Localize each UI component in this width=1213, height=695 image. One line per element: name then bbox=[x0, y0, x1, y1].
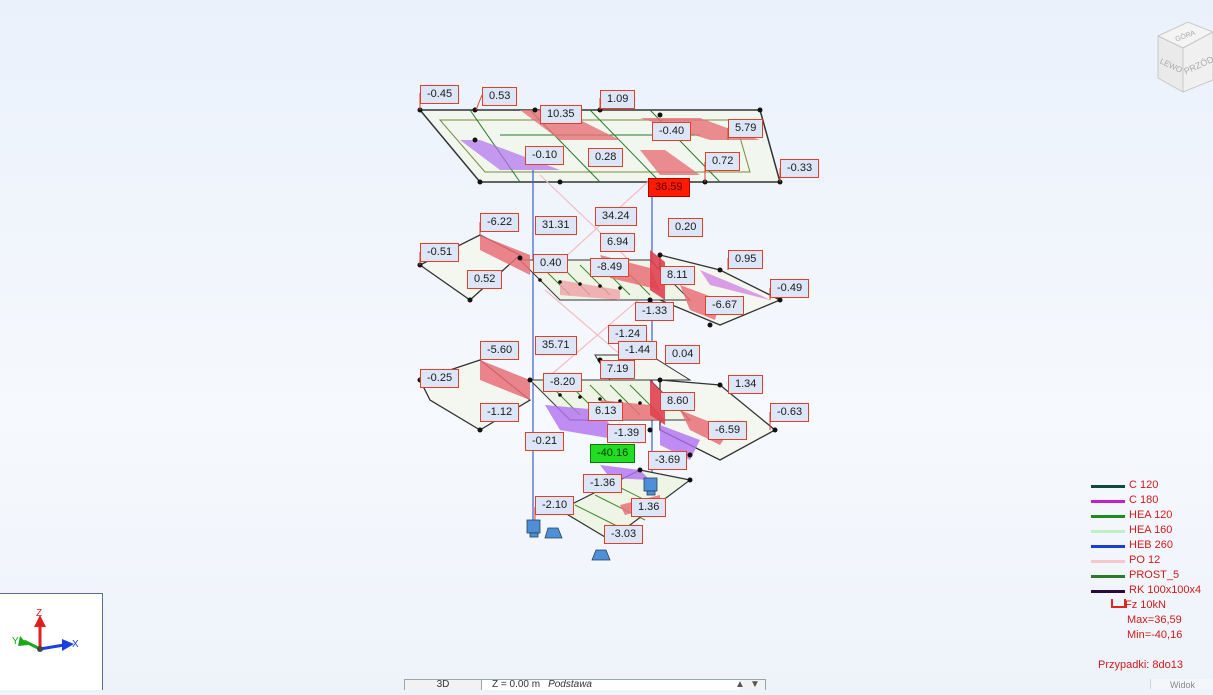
load-cases-label: Przypadki: 8do13 bbox=[1098, 659, 1183, 671]
force-label[interactable]: -0.25 bbox=[420, 369, 460, 388]
legend-min: Min=-40,16 bbox=[1127, 629, 1183, 641]
force-label[interactable]: -8.20 bbox=[543, 373, 583, 392]
legend-max: Max=36,59 bbox=[1127, 614, 1182, 626]
force-label[interactable]: 0.53 bbox=[482, 87, 518, 106]
legend-swatch bbox=[1091, 575, 1125, 578]
force-label[interactable]: 34.24 bbox=[595, 207, 637, 226]
legend-max-row: Max=36,59 bbox=[1085, 613, 1210, 628]
force-label[interactable]: 7.19 bbox=[600, 360, 636, 379]
legend-label: C 120 bbox=[1129, 479, 1159, 491]
legend-swatch bbox=[1091, 485, 1125, 488]
section-legend: C 120 C 180 HEA 120 HEA 160 HEB 260 PO 1… bbox=[1085, 478, 1210, 643]
legend-item: C 120 bbox=[1085, 478, 1210, 493]
force-label[interactable]: -0.45 bbox=[420, 85, 460, 104]
force-label[interactable]: -0.33 bbox=[780, 159, 820, 178]
force-label[interactable]: -0.49 bbox=[770, 279, 810, 298]
force-label[interactable]: -1.12 bbox=[480, 403, 520, 422]
force-label[interactable]: -1.33 bbox=[635, 302, 675, 321]
force-label[interactable]: 35.71 bbox=[535, 336, 577, 355]
axis-x-label: X bbox=[72, 639, 79, 650]
legend-item: C 180 bbox=[1085, 493, 1210, 508]
view-mode-button[interactable]: 3D bbox=[405, 680, 482, 690]
level-selector-bar: 3D Z = 0.00 m Podstawa ▲ ▼ bbox=[404, 679, 766, 690]
force-label[interactable]: 8.11 bbox=[660, 266, 695, 285]
level-value: Z = 0.00 m bbox=[492, 679, 541, 690]
force-label[interactable]: -5.60 bbox=[480, 341, 520, 360]
force-label[interactable]: 1.09 bbox=[600, 90, 636, 109]
force-label[interactable]: -0.40 bbox=[652, 122, 692, 141]
force-label[interactable]: 0.95 bbox=[728, 250, 764, 269]
max-force-label[interactable]: 36.59 bbox=[648, 178, 690, 197]
force-label[interactable]: 0.20 bbox=[668, 218, 704, 237]
legend-swatch bbox=[1091, 560, 1125, 563]
force-label[interactable]: -8.49 bbox=[590, 258, 630, 277]
legend-swatch bbox=[1091, 545, 1125, 548]
level-up-button[interactable]: ▲ bbox=[735, 679, 745, 690]
view-tab[interactable]: Widok bbox=[1150, 679, 1213, 690]
level-name: Podstawa bbox=[548, 679, 592, 690]
force-label[interactable]: -2.10 bbox=[535, 496, 575, 515]
force-label[interactable]: 31.31 bbox=[535, 216, 577, 235]
supports bbox=[526, 477, 658, 561]
legend-swatch bbox=[1091, 590, 1125, 593]
legend-item: PROST_5 bbox=[1085, 568, 1210, 583]
force-label[interactable]: 8.60 bbox=[660, 392, 696, 411]
level-dropdown[interactable]: Z = 0.00 m Podstawa bbox=[482, 680, 740, 690]
legend-fz-row: Fz 10kN bbox=[1085, 598, 1210, 613]
legend-label: RK 100x100x4 bbox=[1129, 584, 1202, 596]
force-label[interactable]: 0.52 bbox=[467, 270, 503, 289]
force-label[interactable]: -3.69 bbox=[648, 451, 688, 470]
axes-panel: Z X Y bbox=[0, 593, 103, 690]
legend-item: HEB 260 bbox=[1085, 538, 1210, 553]
view-cube-icon[interactable]: GÓRA LEWO PRZÓD bbox=[1150, 10, 1213, 94]
force-label[interactable]: -0.10 bbox=[525, 146, 565, 165]
legend-label: C 180 bbox=[1129, 494, 1159, 506]
force-label[interactable]: -3.03 bbox=[604, 525, 644, 544]
force-label[interactable]: 0.40 bbox=[533, 254, 569, 273]
level-down-button[interactable]: ▼ bbox=[750, 679, 760, 690]
legend-item: PO 12 bbox=[1085, 553, 1210, 568]
force-label[interactable]: -1.36 bbox=[583, 474, 623, 493]
force-label[interactable]: 0.72 bbox=[705, 152, 741, 171]
force-label[interactable]: -0.63 bbox=[770, 403, 810, 422]
legend-label: HEA 160 bbox=[1129, 524, 1173, 536]
legend-swatch bbox=[1091, 515, 1125, 518]
force-label[interactable]: -0.21 bbox=[525, 432, 565, 451]
legend-item: HEA 120 bbox=[1085, 508, 1210, 523]
fz-scale-icon bbox=[1111, 599, 1126, 608]
force-label[interactable]: -1.39 bbox=[607, 424, 647, 443]
force-label[interactable]: 1.34 bbox=[728, 375, 764, 394]
force-label[interactable]: 1.36 bbox=[631, 498, 667, 517]
force-label[interactable]: 5.79 bbox=[728, 119, 764, 138]
force-label[interactable]: 10.35 bbox=[540, 105, 582, 124]
axis-z-label: Z bbox=[36, 608, 42, 619]
legend-fz-label: Fz 10kN bbox=[1125, 599, 1166, 611]
force-label[interactable]: -1.44 bbox=[618, 341, 658, 360]
axis-y-label: Y bbox=[12, 636, 19, 647]
legend-label: PROST_5 bbox=[1129, 569, 1180, 581]
min-force-label[interactable]: -40.16 bbox=[590, 444, 636, 463]
legend-swatch bbox=[1091, 530, 1125, 533]
legend-label: HEB 260 bbox=[1129, 539, 1174, 551]
force-label[interactable]: -6.67 bbox=[705, 296, 745, 315]
legend-item: RK 100x100x4 bbox=[1085, 583, 1210, 598]
legend-label: HEA 120 bbox=[1129, 509, 1173, 521]
force-label[interactable]: 6.13 bbox=[588, 402, 624, 421]
legend-label: PO 12 bbox=[1129, 554, 1161, 566]
force-label[interactable]: -6.22 bbox=[480, 213, 520, 232]
legend-min-row: Min=-40,16 bbox=[1085, 628, 1210, 643]
force-label[interactable]: -0.51 bbox=[420, 243, 460, 262]
force-label[interactable]: 0.28 bbox=[588, 148, 624, 167]
force-label[interactable]: -6.59 bbox=[708, 421, 748, 440]
legend-swatch bbox=[1091, 500, 1125, 503]
force-label[interactable]: 0.04 bbox=[665, 345, 701, 364]
force-label[interactable]: 6.94 bbox=[600, 233, 636, 252]
legend-item: HEA 160 bbox=[1085, 523, 1210, 538]
